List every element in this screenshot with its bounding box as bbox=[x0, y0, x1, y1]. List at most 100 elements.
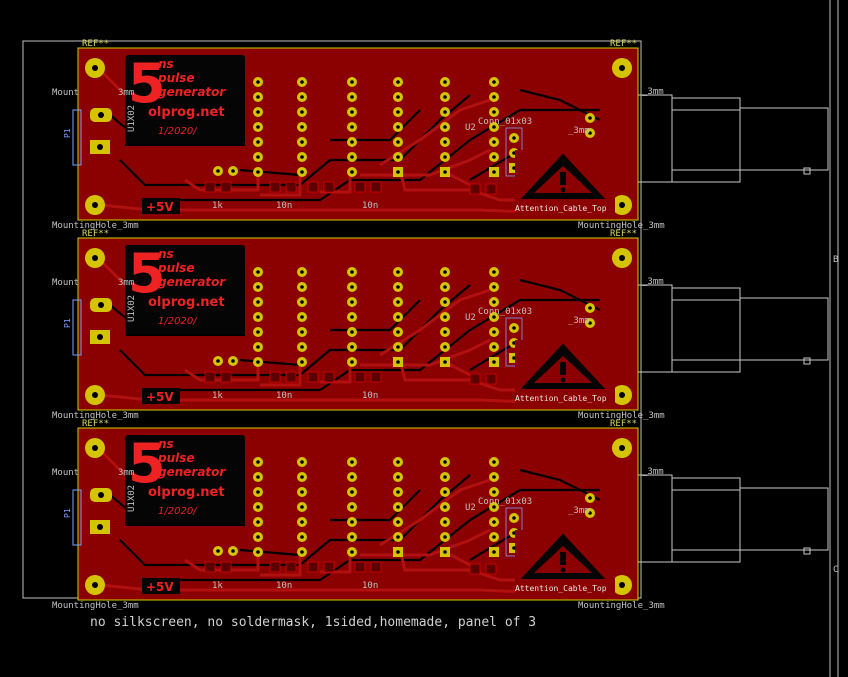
conn-label: Conn_01x03 bbox=[478, 497, 532, 507]
power-label: +5V bbox=[146, 200, 174, 214]
ic-pad-drill bbox=[396, 300, 400, 304]
ic-pad-drill bbox=[492, 110, 496, 114]
ic-pad-drill bbox=[396, 315, 400, 319]
ic-pad-drill bbox=[396, 505, 400, 509]
small-ref: _3mm bbox=[568, 316, 590, 326]
r2-label: 10n bbox=[276, 201, 292, 211]
ic-pad-drill bbox=[350, 345, 354, 349]
ic-pad-drill bbox=[443, 155, 447, 159]
smd-pad bbox=[354, 561, 366, 573]
via-drill bbox=[216, 549, 220, 553]
smd-pad bbox=[323, 181, 335, 193]
ic-pad-drill bbox=[396, 80, 400, 84]
copper-trace bbox=[260, 358, 302, 387]
hole-3mm-label: 3mm bbox=[118, 468, 134, 478]
bnc-connector-icon bbox=[638, 284, 829, 373]
ic-pad-drill bbox=[300, 285, 304, 289]
ic-pad-drill bbox=[396, 330, 400, 334]
isolation-trace bbox=[519, 468, 601, 501]
mounting-hole-drill bbox=[92, 392, 98, 398]
conn-pad-drill bbox=[512, 546, 516, 550]
mounting-hole-left-label: MountingHole_3mm bbox=[52, 411, 139, 421]
isolation-trace bbox=[519, 278, 601, 311]
ic-pad-drill bbox=[492, 505, 496, 509]
ic-pad-drill bbox=[396, 155, 400, 159]
warning-dot bbox=[560, 567, 566, 573]
ic-pad-drill bbox=[396, 360, 400, 364]
smd-pad bbox=[285, 181, 297, 193]
conn-label: Conn_01x03 bbox=[478, 117, 532, 127]
mounting-hole-right-label: MountingHole_3mm bbox=[578, 411, 665, 421]
smd-pad bbox=[469, 563, 481, 575]
logo-site: olprog.net bbox=[148, 105, 225, 120]
ic-pad-drill bbox=[256, 360, 260, 364]
ic-pad-drill bbox=[492, 285, 496, 289]
ic-pad-drill bbox=[350, 140, 354, 144]
mounting-hole-drill bbox=[92, 65, 98, 71]
ic-pad-drill bbox=[350, 170, 354, 174]
ic-pad-drill bbox=[256, 550, 260, 554]
smd-pad bbox=[285, 371, 297, 383]
ic-pad-drill bbox=[350, 360, 354, 364]
ic-pad-drill bbox=[396, 550, 400, 554]
warning-label: Attention_Cable_Top bbox=[515, 204, 607, 213]
u2-label: U2 bbox=[465, 313, 476, 323]
smd-pad bbox=[204, 371, 216, 383]
isolation-trace bbox=[239, 548, 301, 557]
ic-pad-drill bbox=[350, 490, 354, 494]
ic-pad-drill bbox=[256, 155, 260, 159]
mounting-hole-right-label: MountingHole_3mm bbox=[578, 221, 665, 231]
ic-pad-drill bbox=[256, 535, 260, 539]
mounting-hole-drill bbox=[619, 255, 625, 261]
ic-pad-drill bbox=[443, 140, 447, 144]
logo-number: 5 bbox=[128, 242, 166, 305]
frame-letter-c: C bbox=[833, 565, 838, 575]
r2-label: 10n bbox=[276, 581, 292, 591]
smd-pad bbox=[204, 181, 216, 193]
bnc-hole-label: _3mm bbox=[642, 277, 664, 287]
conn-pad-drill bbox=[512, 341, 516, 345]
ref-top-left: REF** bbox=[82, 39, 109, 49]
logo-block bbox=[125, 435, 245, 525]
ic-pad-drill bbox=[300, 80, 304, 84]
smd-pad bbox=[269, 181, 281, 193]
ic-pad-drill bbox=[256, 285, 260, 289]
ic-pad-drill bbox=[492, 460, 496, 464]
warning-label: Attention_Cable_Top bbox=[515, 584, 607, 593]
ic-pad-drill bbox=[492, 270, 496, 274]
p1-pad-drill bbox=[98, 112, 104, 118]
ic-pad-drill bbox=[396, 345, 400, 349]
bnc-barrel bbox=[739, 107, 829, 171]
mounting-hole-drill bbox=[92, 255, 98, 261]
mount-left-label: Mount bbox=[52, 278, 79, 288]
via-drill bbox=[231, 549, 235, 553]
smd-pad bbox=[354, 371, 366, 383]
ic-pad-drill bbox=[396, 535, 400, 539]
pcb-board: 5nspulsegeneratorolprog.net1/2020/3mmU1X… bbox=[52, 419, 829, 601]
ic-pad-drill bbox=[256, 270, 260, 274]
isolation-trace bbox=[239, 168, 301, 177]
bnc-body bbox=[671, 97, 741, 183]
bnc-hole-label: _3mm bbox=[642, 467, 664, 477]
ic-pad-drill bbox=[492, 360, 496, 364]
ic-pad-drill bbox=[350, 460, 354, 464]
ic-pad-drill bbox=[350, 315, 354, 319]
smd-pad bbox=[485, 183, 497, 195]
bnc-outline bbox=[638, 94, 741, 183]
small-pad-drill bbox=[588, 321, 592, 325]
ic-pad-drill bbox=[256, 330, 260, 334]
panel-note: no silkscreen, no soldermask, 1sided,hom… bbox=[90, 615, 536, 630]
pcb-board: 5nspulsegeneratorolprog.net1/2020/3mmU1X… bbox=[52, 39, 829, 221]
mounting-hole-left-label: MountingHole_3mm bbox=[52, 221, 139, 231]
ic-pad-drill bbox=[396, 270, 400, 274]
ic-pad-drill bbox=[350, 520, 354, 524]
ic-pad-drill bbox=[256, 300, 260, 304]
small-pad-drill bbox=[588, 511, 592, 515]
smd-pad bbox=[323, 561, 335, 573]
r3-label: 10n bbox=[362, 201, 378, 211]
logo-date: 1/2020/ bbox=[158, 506, 198, 517]
ic-pad-drill bbox=[300, 520, 304, 524]
conn-pad-drill bbox=[512, 531, 516, 535]
ic-pad-drill bbox=[350, 270, 354, 274]
